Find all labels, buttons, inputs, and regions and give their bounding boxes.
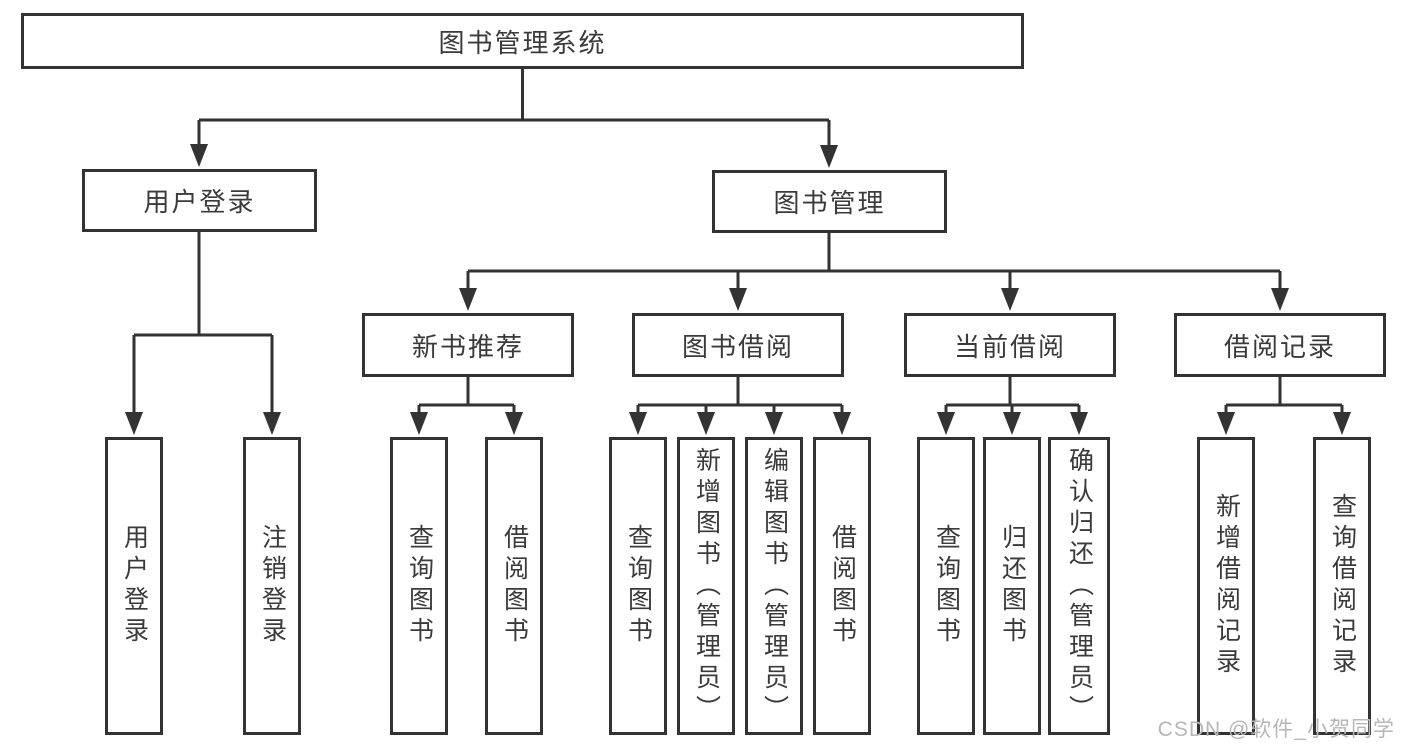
arrow-down-icon [629,412,647,435]
arrow-down-icon [1003,412,1021,435]
leaf-borrow-books-recommend: 借阅图书 [485,437,543,735]
node-borrow-records-label: 借阅记录 [1223,331,1336,362]
leaf-query-borrow-record: 查询借阅记录 [1313,437,1371,735]
csdn-watermark: CSDN @软件_小贺同学 [1157,718,1395,741]
arrow-down-icon [1271,288,1289,311]
arrow-down-icon [820,145,838,168]
arrow-down-icon [505,412,523,435]
leaf-label: 归还图书 [998,524,1027,648]
leaf-label: 编辑图书（管理员） [760,446,789,726]
leaf-label: 新增借阅记录 [1212,493,1241,679]
leaf-label: 注销登录 [258,524,287,648]
leaf-label: 查询图书 [405,524,434,648]
leaf-add-borrow-record: 新增借阅记录 [1197,437,1255,735]
node-book-management-label: 图书管理 [773,188,886,218]
arrow-down-icon [190,144,208,167]
arrow-down-icon [125,412,143,435]
node-borrow-records: 借阅记录 [1174,313,1386,377]
arrow-down-icon [765,412,783,435]
arrow-down-icon [459,288,477,311]
arrow-down-icon [697,412,715,435]
edge-user-login [132,232,274,414]
node-book-management: 图书管理 [712,170,947,233]
node-current-borrow: 当前借阅 [904,313,1116,377]
leaf-label: 用户登录 [120,524,149,648]
leaf-user-login: 用户登录 [105,437,163,735]
leaf-label: 查询图书 [932,524,961,648]
leaf-label: 查询借阅记录 [1328,493,1357,679]
arrow-down-icon [833,412,851,435]
leaf-return-books: 归还图书 [983,437,1041,735]
node-new-book-recommend-label: 新书推荐 [411,331,524,362]
leaf-edit-books-admin: 编辑图书（管理员） [745,437,803,735]
leaf-label: 借阅图书 [828,524,857,648]
edge-current-borrow [944,377,1081,414]
node-book-borrow: 图书借阅 [632,313,844,377]
node-user-login-label: 用户登录 [143,187,256,217]
leaf-label: 查询图书 [624,524,653,648]
edge-new-book [417,377,516,414]
arrow-down-icon [1001,288,1019,311]
arrow-down-icon [729,288,747,311]
leaf-confirm-return-admin: 确认归还（管理员） [1048,437,1110,735]
edge-book-borrow [636,377,844,414]
arrow-down-icon [263,412,281,435]
arrowhead-icons [125,144,1351,435]
node-book-borrow-label: 图书借阅 [681,331,794,362]
leaf-label: 借阅图书 [500,524,529,648]
edge-borrow-records [1224,377,1344,414]
node-current-borrow-label: 当前借阅 [953,331,1066,362]
leaf-query-books-current: 查询图书 [917,437,975,735]
arrow-down-icon [1333,412,1351,435]
arrow-down-icon [1070,412,1088,435]
leaf-query-books-borrow: 查询图书 [609,437,667,735]
edge-book-management [466,233,1282,290]
leaf-label: 确认归还（管理员） [1065,446,1094,726]
arrow-down-icon [410,412,428,435]
node-root-label: 图书管理系统 [438,27,607,58]
arrow-down-icon [937,412,955,435]
edge-root [197,69,831,147]
leaf-borrow-books: 借阅图书 [813,437,871,735]
node-root: 图书管理系统 [21,13,1024,69]
leaf-logout: 注销登录 [243,437,301,735]
node-new-book-recommend: 新书推荐 [362,313,574,377]
connector-edges [132,69,1344,414]
leaf-label: 新增图书（管理员） [692,446,721,726]
arrow-down-icon [1217,412,1235,435]
leaf-add-books-admin: 新增图书（管理员） [677,437,735,735]
leaf-query-books-recommend: 查询图书 [390,437,448,735]
node-user-login: 用户登录 [82,169,317,232]
